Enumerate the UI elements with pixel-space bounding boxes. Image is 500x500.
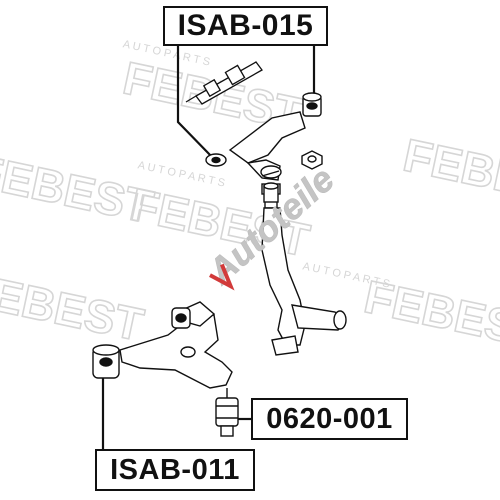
upper-ball-joint-nut: [301, 150, 323, 170]
part-label-right: 0620-001: [251, 398, 408, 440]
part-label-bottom: ISAB-011: [95, 449, 255, 491]
leader-top-left: [176, 44, 214, 159]
upper-ball-joint: [263, 182, 279, 203]
steering-knuckle: [261, 183, 347, 356]
watermark-tagline-3: A U T O P A R T S: [302, 260, 391, 290]
watermark-brand-6: FEBEST: [0, 144, 158, 233]
watermark-brand-3: FEBEST: [399, 129, 500, 218]
upper-control-arm: [228, 111, 306, 181]
upper-bushing-front: [205, 153, 227, 167]
watermark-brand-5: FEBEST: [0, 262, 148, 351]
febest-watermark: FEBEST FEBEST FEBEST FEBEST FEBEST FEBES…: [0, 51, 500, 360]
lower-ball-joint: [215, 388, 239, 437]
upper-bushing-rear: [302, 92, 322, 117]
part-label-top: ISAB-015: [163, 6, 328, 46]
lower-bushing-front: [92, 344, 120, 379]
leader-lines: [101, 44, 316, 449]
upper-shaft: [185, 61, 263, 105]
lower-bushing-rear: [171, 307, 191, 329]
